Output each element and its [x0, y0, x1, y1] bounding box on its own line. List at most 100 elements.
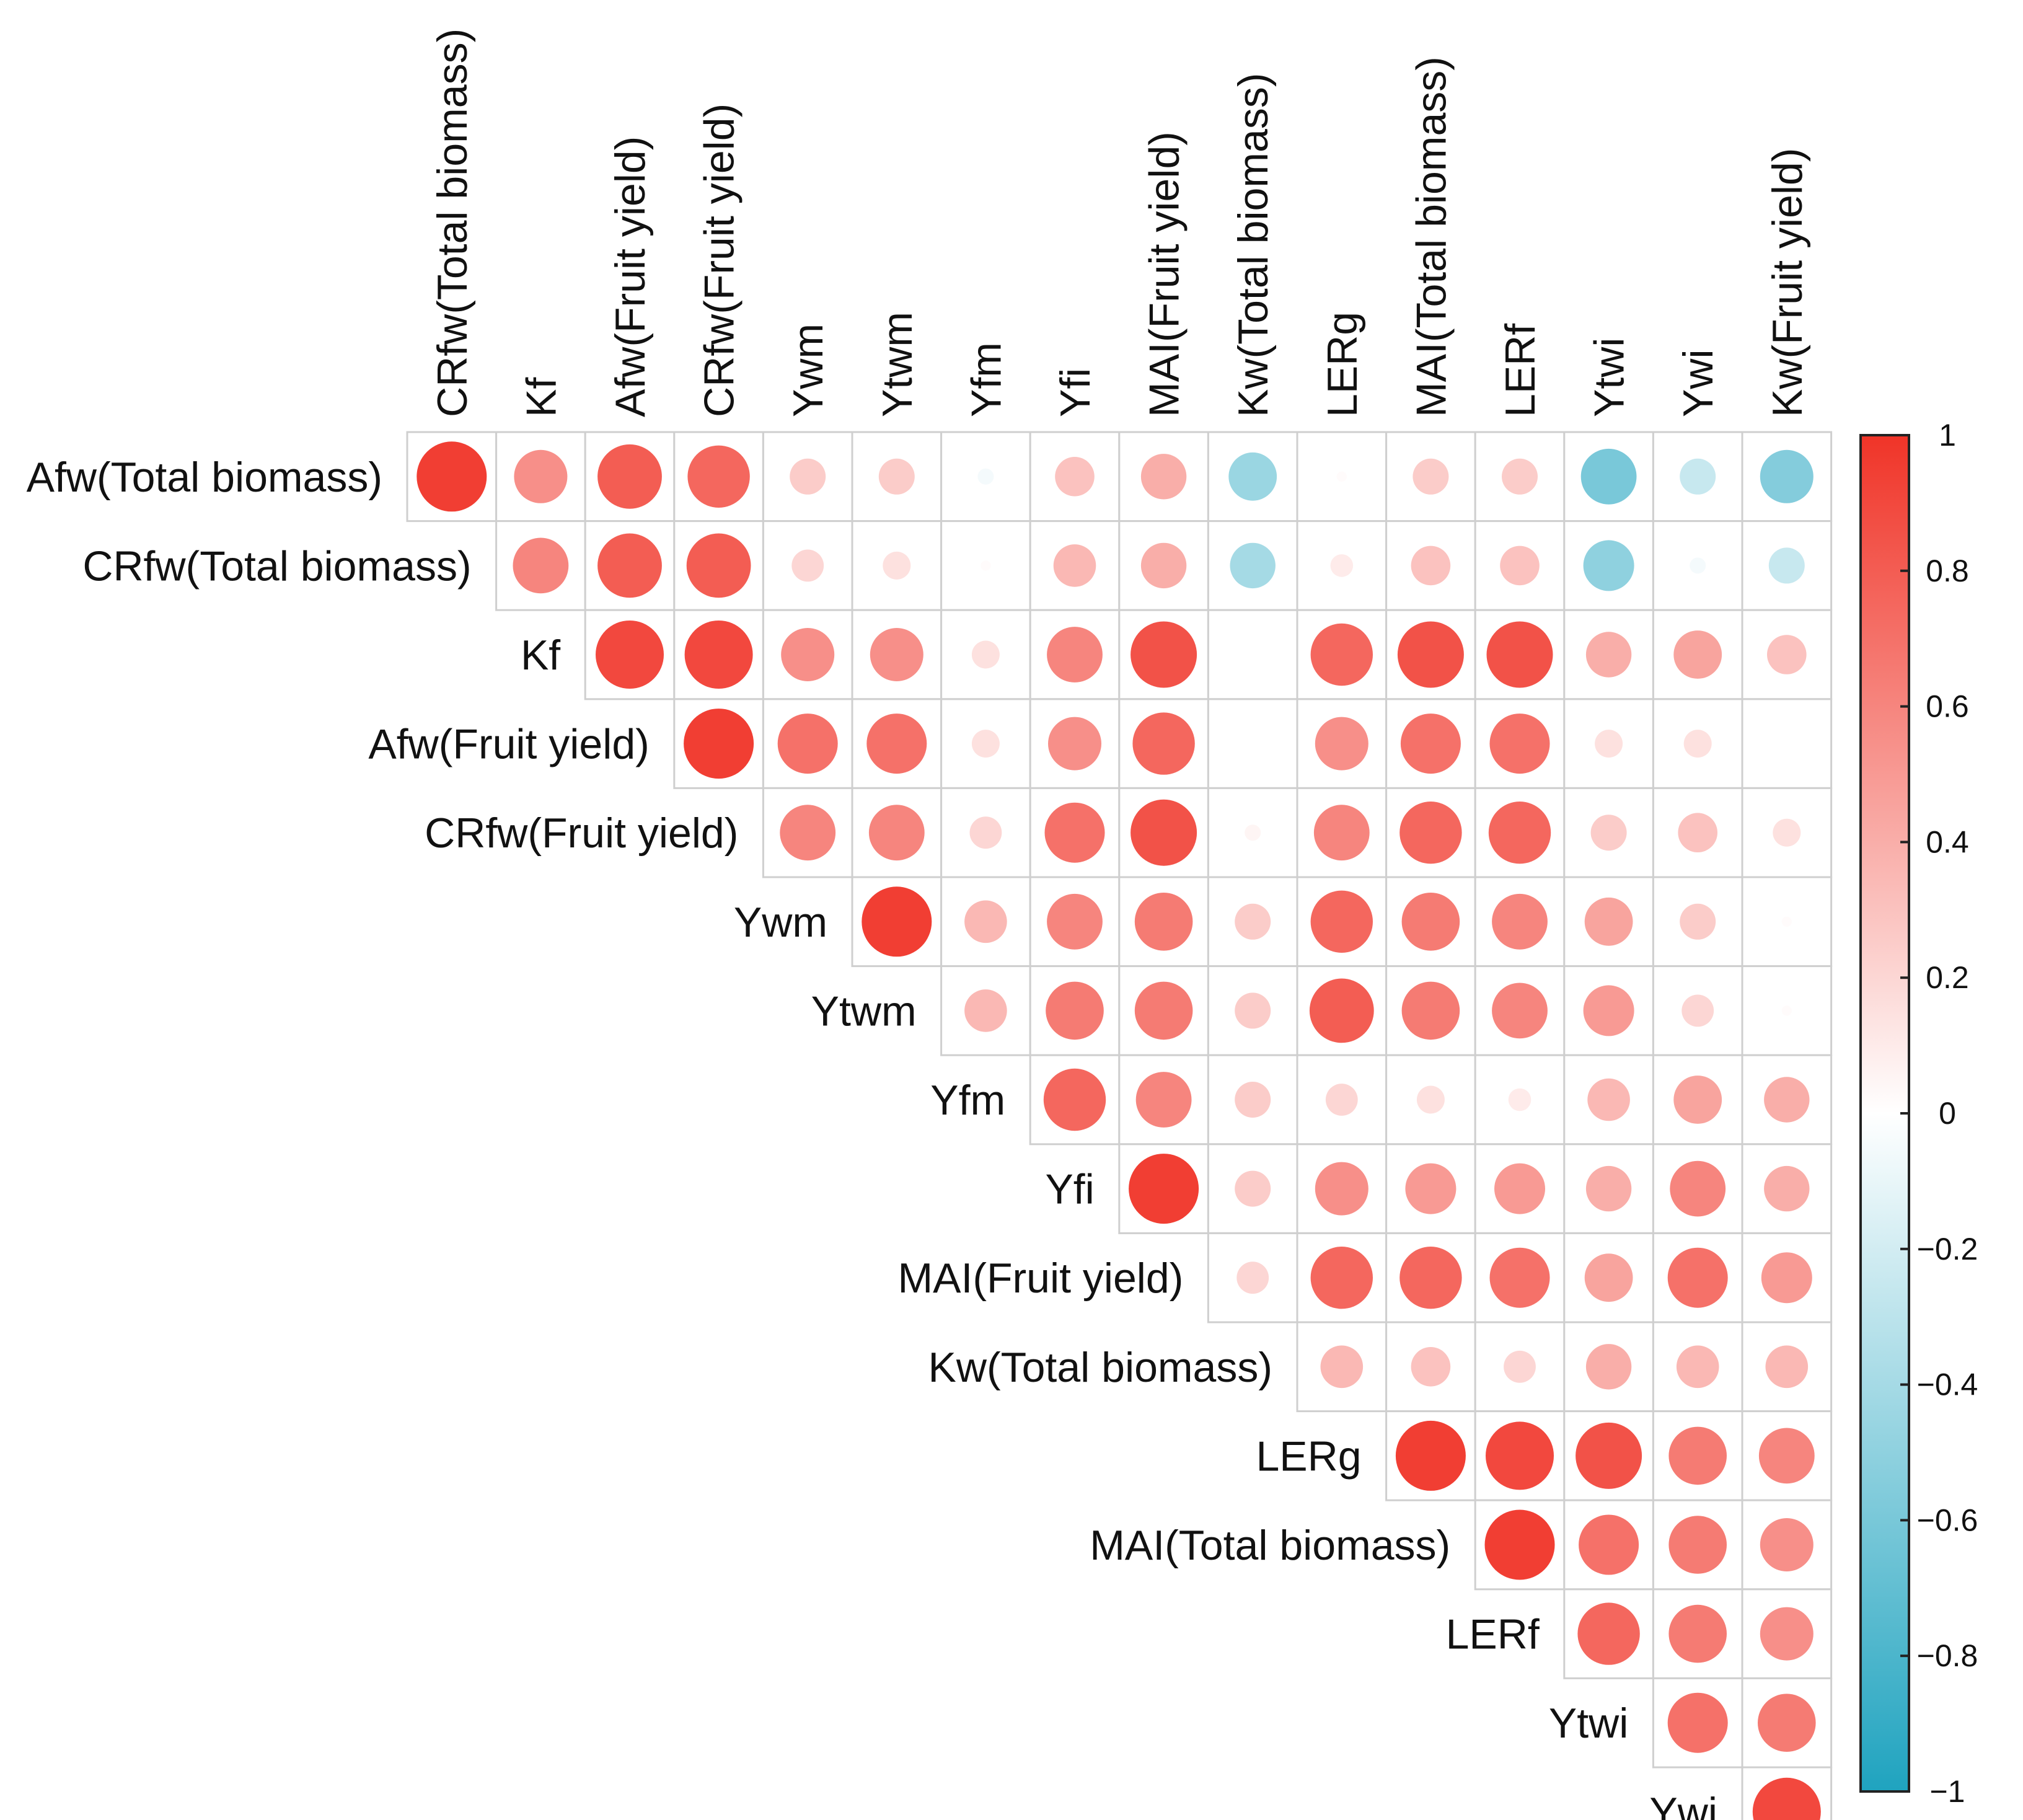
row-label: LERg: [1256, 1433, 1361, 1480]
correlation-circle: [1046, 981, 1104, 1040]
column-label: Afw(Fruit yield): [607, 136, 654, 417]
correlation-circle: [1765, 1345, 1809, 1389]
correlation-circle: [1413, 458, 1449, 495]
correlation-circle: [1134, 981, 1193, 1040]
correlation-circle: [1484, 1509, 1555, 1580]
correlation-circle: [596, 621, 664, 689]
grid-cell: [1207, 698, 1298, 789]
correlation-circle: [1310, 1247, 1373, 1309]
correlation-circle: [1048, 717, 1101, 771]
correlation-circle: [1673, 630, 1722, 679]
correlation-circle: [1768, 547, 1805, 584]
colorbar-tick-label: −0.2: [1917, 1232, 1978, 1266]
correlation-circle: [1401, 981, 1460, 1040]
column-labels: CRfw(Total biomass) Kf Afw(Fruit yield) CRf…: [429, 29, 1811, 417]
correlation-circle: [1399, 802, 1462, 864]
column-label: MAI(Fruit yield): [1141, 131, 1188, 417]
correlation-circle: [1773, 818, 1801, 847]
correlation-circle: [1676, 1345, 1719, 1389]
row-label: Ytwi: [1549, 1700, 1628, 1747]
correlation-circle: [1044, 802, 1105, 863]
correlation-circle: [416, 441, 487, 512]
correlation-circle: [1401, 893, 1460, 951]
column-label: LERg: [1319, 312, 1366, 417]
row-label: Yfm: [930, 1077, 1005, 1124]
correlation-circle: [977, 468, 994, 485]
colorbar-tick-label: 0.8: [1926, 554, 1969, 588]
correlation-circle: [1668, 1604, 1727, 1663]
correlation-circle: [1336, 471, 1347, 482]
correlation-circle: [1781, 916, 1792, 927]
correlation-circle: [1668, 1426, 1727, 1485]
correlation-circle: [1667, 1247, 1728, 1308]
colorbar-tick-label: 1: [1939, 418, 1956, 453]
colorbar: 10.80.60.40.20−0.2−0.4−0.6−0.8−1: [1859, 418, 1978, 1809]
correlation-circle: [1680, 903, 1716, 940]
correlation-circle: [1781, 1005, 1792, 1016]
correlation-circle: [1400, 713, 1461, 774]
column-label: Kf: [518, 378, 565, 417]
column-label: CRfw(Total biomass): [429, 29, 476, 417]
column-label: LERf: [1497, 324, 1544, 417]
correlation-circle: [878, 458, 915, 495]
correlation-circles: [416, 441, 1821, 1820]
correlation-circle: [597, 533, 662, 598]
correlation-circle: [1595, 730, 1623, 758]
row-label: Ytwm: [811, 987, 917, 1035]
correlation-circle: [1325, 1084, 1358, 1116]
correlation-circle: [1130, 799, 1197, 866]
correlation-circle: [1235, 1170, 1271, 1207]
column-label: Ytwi: [1586, 338, 1633, 417]
correlation-circle: [1502, 458, 1538, 495]
row-label: Ywi: [1649, 1789, 1717, 1820]
correlation-circle: [1488, 802, 1551, 864]
correlation-circle: [597, 444, 662, 509]
correlation-circle: [1315, 1162, 1368, 1216]
colorbar-tick-label: −0.6: [1917, 1503, 1978, 1537]
row-label: Ywm: [734, 899, 827, 946]
column-label: MAI(Total biomass): [1408, 56, 1455, 417]
correlation-circle: [964, 989, 1007, 1032]
correlation-circle: [1492, 893, 1548, 950]
correlation-circle: [1055, 457, 1095, 497]
correlation-circle: [1236, 1261, 1269, 1294]
column-label: CRfw(Fruit yield): [696, 104, 743, 417]
correlation-circle: [1235, 992, 1271, 1029]
correlation-circle: [1752, 1777, 1821, 1820]
correlation-circle: [1130, 621, 1197, 688]
correlation-circle: [1673, 1076, 1722, 1124]
correlation-circle: [1228, 452, 1277, 501]
correlation-circle: [969, 816, 1002, 849]
correlation-circle: [1494, 1163, 1545, 1214]
row-label: Kw(Total biomass): [928, 1344, 1273, 1391]
correlation-circle: [1590, 815, 1627, 851]
correlation-circle: [1678, 813, 1717, 852]
grid-cell: [1741, 698, 1833, 789]
correlation-circle: [1760, 1518, 1814, 1571]
correlation-circle: [1489, 713, 1550, 774]
row-label: CRfw(Total biomass): [82, 542, 471, 590]
correlation-circle: [1690, 557, 1706, 574]
correlation-circle: [1309, 978, 1374, 1043]
correlation-circle: [1313, 805, 1370, 861]
correlation-circle: [1230, 542, 1276, 589]
colorbar-tick-label: −0.8: [1917, 1638, 1978, 1673]
correlation-circle: [1330, 554, 1354, 577]
colorbar-tick-label: −1: [1929, 1774, 1965, 1809]
grid-cell: [1563, 431, 1654, 523]
row-label: LERf: [1446, 1611, 1540, 1658]
correlation-circle: [513, 537, 569, 594]
correlation-circle: [1129, 1154, 1199, 1224]
correlation-circle: [687, 445, 750, 508]
correlation-circle: [1670, 1160, 1726, 1217]
correlation-circle: [1486, 1421, 1554, 1490]
grid-cell: [1207, 609, 1298, 700]
correlation-circle: [971, 640, 1000, 669]
correlation-circle: [1397, 621, 1464, 688]
correlation-circle: [1668, 1516, 1727, 1574]
correlation-circle: [1235, 1082, 1271, 1118]
correlation-circle: [684, 621, 753, 689]
correlation-circle: [790, 458, 826, 495]
correlation-circle: [684, 709, 754, 779]
